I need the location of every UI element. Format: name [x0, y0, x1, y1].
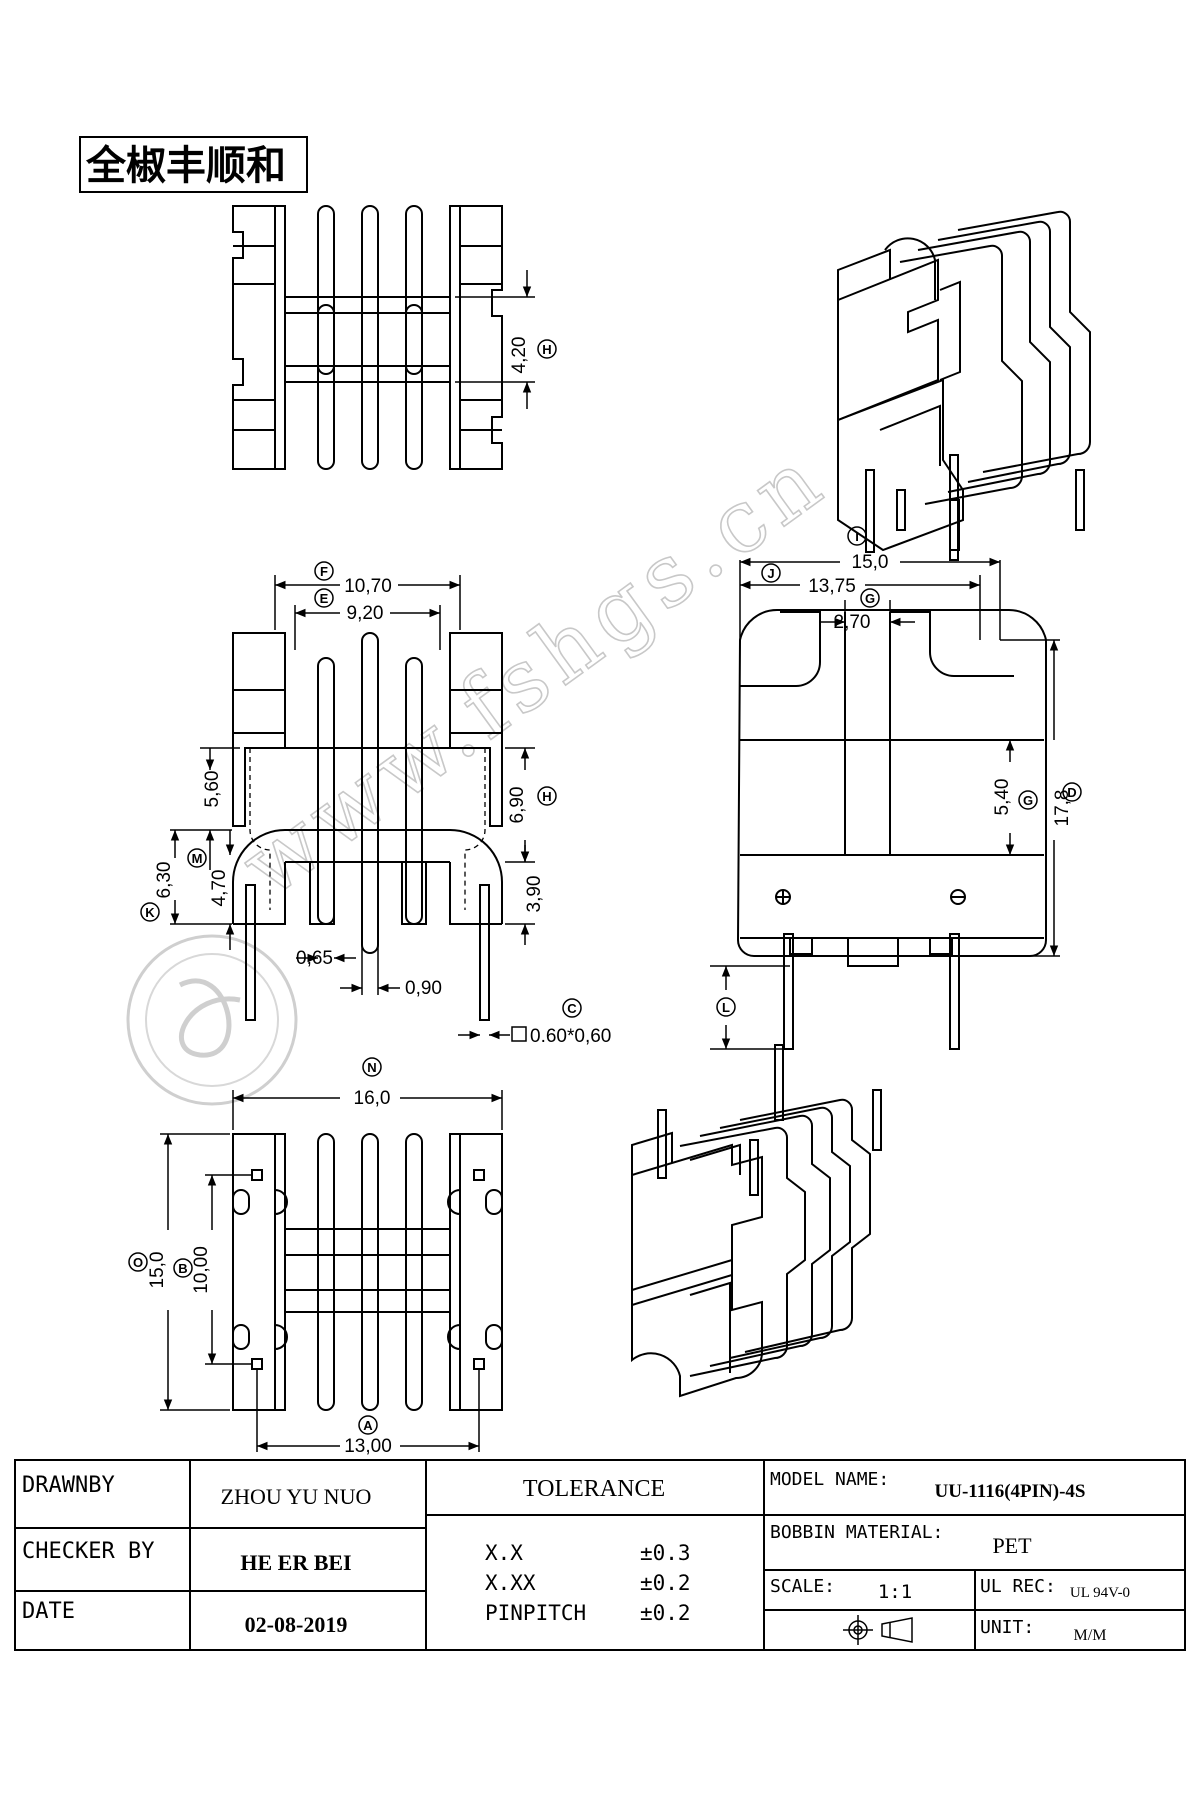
- dim-a-tag: A: [363, 1418, 373, 1433]
- dim-3-90: 3,90: [524, 876, 545, 913]
- ul-value: UL 94V-0: [1070, 1585, 1130, 1601]
- front-view-hidden: [249, 748, 486, 910]
- iso-view-bottom: [631, 1044, 882, 1398]
- dim-k-value: 6,30: [154, 862, 175, 899]
- tolerance-name-1: X.XX: [485, 1571, 536, 1595]
- dim-j-tag: J: [767, 566, 774, 581]
- unit-value: M/M: [1074, 1627, 1107, 1644]
- dim-e-tag: E: [320, 591, 329, 606]
- title-block: [14, 1459, 1186, 1651]
- dim-0-65: 0,65: [296, 948, 333, 969]
- model-label: MODEL NAME:: [770, 1469, 889, 1490]
- side-dims: [710, 526, 1082, 1050]
- date-value: 02-08-2019: [245, 1612, 348, 1637]
- projection-symbol-icon: [843, 1615, 913, 1645]
- brand-text: 全椒丰顺和: [85, 143, 286, 188]
- top-view: [232, 205, 503, 470]
- watermark: www.fshgs.cn: [126, 427, 846, 1106]
- dim-d-tag: D: [1067, 785, 1076, 800]
- tolerance-name-2: PINPITCH: [485, 1601, 586, 1625]
- dim-l-tag: L: [722, 1000, 730, 1015]
- front-view: [232, 632, 503, 1021]
- dim-g2-value: 5,40: [992, 779, 1013, 816]
- brand-label: 全椒丰顺和: [79, 136, 308, 193]
- side-view: [736, 499, 1047, 1050]
- dim-j-value: 13,75: [808, 576, 856, 597]
- model-value: UU-1116(4PIN)-4S: [935, 1481, 1086, 1502]
- dim-i-tag: I: [855, 529, 859, 544]
- dim-f-value: 10,70: [344, 576, 392, 597]
- bottom-dims: [128, 1057, 503, 1452]
- dim-g1-tag: G: [865, 591, 875, 606]
- watermark-seal-icon: [126, 934, 298, 1106]
- drawn-by-label: DRAWNBY: [22, 1473, 115, 1498]
- iso-view-top: [837, 210, 1091, 561]
- dim-5-60: 5,60: [202, 771, 223, 808]
- dim-h2-value: 6,90: [507, 787, 528, 824]
- ul-label: UL REC:: [980, 1576, 1056, 1597]
- dim-m-tag: M: [192, 851, 203, 866]
- dim-f-tag: F: [320, 564, 328, 579]
- dim-b-value: 10,00: [191, 1246, 212, 1294]
- dim-b-tag: B: [178, 1261, 187, 1276]
- material-value: PET: [992, 1533, 1032, 1558]
- dim-h2-tag: H: [542, 789, 551, 804]
- dim-m-value: 4,70: [209, 870, 230, 907]
- tolerance-name-0: X.X: [485, 1541, 523, 1565]
- dim-e-value: 9,20: [347, 603, 384, 624]
- front-dims: [140, 561, 582, 1042]
- dim-h1-tag: H: [542, 342, 551, 357]
- dim-o-value: 15,0: [147, 1252, 168, 1289]
- tolerance-value-2: ±0.2: [640, 1601, 691, 1625]
- checker-value: HE ER BEI: [240, 1550, 351, 1575]
- watermark-text: www.fshgs.cn: [224, 427, 845, 917]
- dim-h1: [455, 270, 557, 409]
- dim-n-tag: N: [367, 1060, 376, 1075]
- dim-0-90: 0,90: [405, 978, 442, 999]
- dim-i-value: 15,0: [852, 552, 889, 573]
- scale-value: 1:1: [878, 1581, 912, 1603]
- dim-a-value: 13,00: [344, 1436, 392, 1457]
- scale-label: SCALE:: [770, 1576, 835, 1597]
- tolerance-value-0: ±0.3: [640, 1541, 691, 1565]
- dim-d-value: 17,8: [1052, 790, 1073, 827]
- material-label: BOBBIN MATERIAL:: [770, 1522, 943, 1543]
- tolerance-value-1: ±0.2: [640, 1571, 691, 1595]
- checker-label: CHECKER BY: [22, 1539, 154, 1564]
- dim-n-value: 16,0: [354, 1088, 391, 1109]
- date-label: DATE: [22, 1599, 75, 1624]
- bottom-view: [232, 1133, 503, 1411]
- tolerance-label: TOLERANCE: [523, 1476, 665, 1502]
- dim-g1-value: 2,70: [834, 612, 871, 633]
- dim-k-tag: K: [145, 905, 155, 920]
- dim-o-tag: O: [133, 1255, 143, 1270]
- unit-label: UNIT:: [980, 1617, 1034, 1638]
- dim-g2-tag: G: [1023, 793, 1033, 808]
- dim-pin-section: 0.60*0,60: [530, 1026, 611, 1047]
- dim-h1-value: 4,20: [509, 337, 530, 374]
- dim-c-tag: C: [567, 1001, 577, 1016]
- drawn-by-value: ZHOU YU NUO: [221, 1484, 372, 1509]
